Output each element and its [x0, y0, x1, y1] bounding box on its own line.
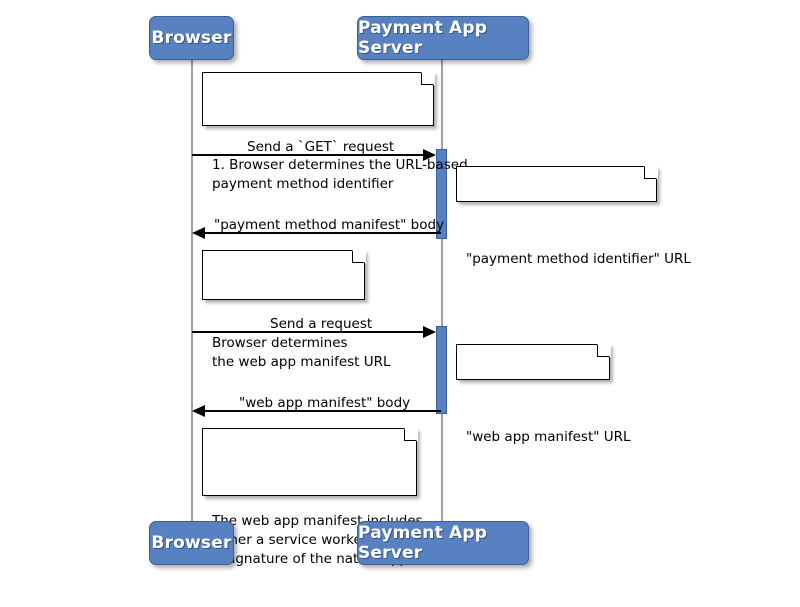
- message-line-2: [205, 232, 441, 234]
- note-payment-method-identifier-url: "payment method identifier" URL: [456, 165, 691, 267]
- note-web-app-manifest-url: "web app manifest" URL: [456, 343, 631, 445]
- note-text: 1. Browser determines the URL-based paym…: [212, 157, 468, 192]
- activation-bar-1: [436, 149, 447, 239]
- participant-browser[interactable]: Browser: [149, 16, 234, 60]
- message-label-payment-method-manifest-body: "payment method manifest" body: [214, 217, 445, 233]
- message-line-3: [192, 331, 424, 333]
- note-web-app-manifest-includes: The web app manifest includes either a s…: [202, 427, 443, 567]
- message-arrowhead-2: [192, 226, 205, 239]
- message-arrowhead-3: [423, 325, 436, 338]
- note-url-based-payment-method-identifier: 1. Browser determines the URL-based paym…: [202, 71, 468, 192]
- sequence-diagram: Browser Payment App Server 1. Browser de…: [149, 16, 691, 567]
- message-line-1: [192, 154, 424, 156]
- participant-browser-bottom[interactable]: Browser: [149, 521, 234, 565]
- lifeline-server: [441, 60, 443, 522]
- participant-payment-app-server[interactable]: Payment App Server: [357, 16, 529, 60]
- note-text: Browser determines the web app manifest …: [212, 335, 391, 370]
- lifeline-browser: [191, 60, 193, 522]
- activation-bar-2: [436, 326, 447, 414]
- message-arrowhead-4: [192, 404, 205, 417]
- message-line-4: [205, 410, 441, 412]
- note-browser-determines-web-app-manifest-url: Browser determines the web app manifest …: [202, 249, 391, 370]
- note-text: "web app manifest" URL: [466, 429, 631, 445]
- message-label-web-app-manifest-body: "web app manifest" body: [239, 395, 411, 411]
- message-label-send-a-request: Send a request: [270, 316, 373, 332]
- message-arrowhead-1: [423, 148, 436, 161]
- message-label-send-get-request: Send a `GET` request: [247, 139, 395, 155]
- note-text: "payment method identifier" URL: [466, 251, 691, 267]
- participant-payment-app-server-bottom[interactable]: Payment App Server: [357, 521, 529, 565]
